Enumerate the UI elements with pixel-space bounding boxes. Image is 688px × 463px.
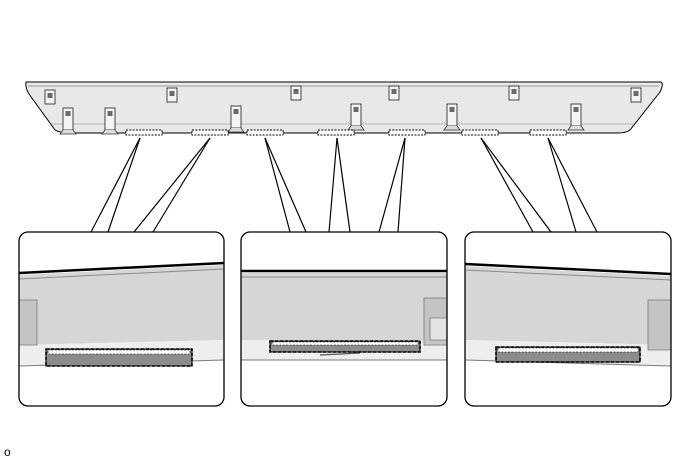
leader-line-b4: [336, 137, 351, 233]
mounting-clip: [508, 85, 520, 101]
leader-line-c3: [547, 137, 577, 233]
detail-frame-left: [18, 231, 225, 407]
retainer-slot: [125, 129, 163, 136]
leader-line-b3: [328, 137, 338, 233]
mounting-clip: [290, 85, 302, 101]
trim-panel-body: [25, 81, 663, 134]
leader-line-b6: [397, 137, 406, 233]
figure-label: o: [4, 445, 11, 459]
mounting-clip: [59, 107, 77, 135]
mounting-clip: [227, 105, 245, 133]
retainer-slot: [317, 129, 355, 136]
leader-line-b1: [264, 137, 291, 233]
leader-line-b5: [378, 137, 406, 233]
mounting-clip: [101, 107, 119, 135]
retainer-slot: [388, 129, 426, 136]
leader-line-a1: [107, 137, 141, 233]
leader-lines: [90, 137, 598, 233]
detail-frame-right: [464, 231, 672, 407]
mounting-clip: [347, 103, 365, 131]
mounting-clip: [388, 85, 400, 101]
detail-view-center: [240, 231, 448, 407]
retainer-slot: [461, 129, 499, 136]
mounting-clip: [567, 103, 585, 131]
leader-line-a2: [90, 137, 141, 233]
leader-line-a4: [152, 137, 211, 233]
leader-line-c2: [480, 137, 552, 233]
retainer-slot: [191, 129, 229, 136]
mounting-clip: [443, 103, 461, 131]
leader-line-b2: [264, 137, 307, 233]
retainer-slot: [246, 129, 284, 136]
mounting-clip: [630, 87, 642, 103]
leader-line-c1: [480, 137, 534, 233]
mounting-clip: [44, 89, 56, 105]
detail-view-right: [464, 231, 672, 407]
trim-panel: [25, 81, 663, 136]
leader-line-c4: [547, 137, 598, 233]
leader-line-a3: [133, 137, 211, 233]
mounting-clips: [44, 85, 642, 135]
mounting-clip: [166, 87, 178, 103]
detail-view-left: [18, 231, 225, 407]
retainer-slot: [529, 129, 567, 136]
retainer-slots: [125, 129, 567, 136]
detail-frame-center: [240, 231, 448, 407]
